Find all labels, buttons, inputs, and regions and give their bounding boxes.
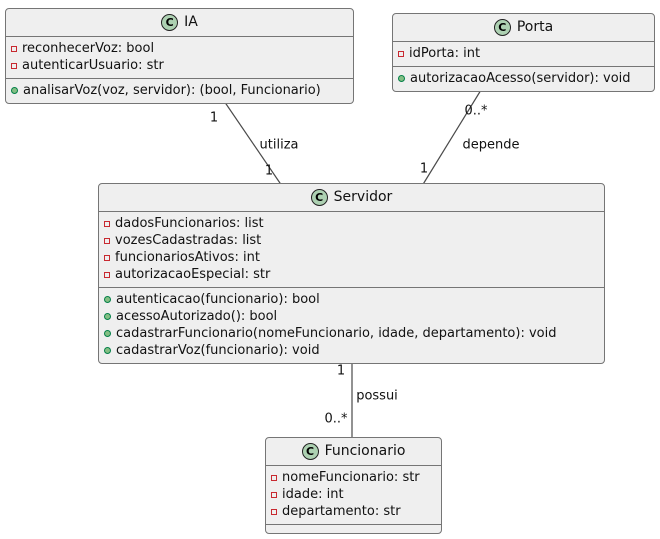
member-text: autorizacaoAcesso(servidor): void — [410, 71, 631, 86]
class-name-ia: IA — [184, 14, 198, 30]
attributes-compartment-servidor: dadosFuncionarios: list vozesCadastradas:… — [99, 212, 604, 288]
method-row: autorizacaoAcesso(servidor): void — [398, 70, 649, 87]
attribute-row: idPorta: int — [398, 45, 649, 62]
class-box-servidor: C Servidor dadosFuncionarios: list vozesC… — [98, 183, 605, 364]
class-box-porta: C Porta idPorta: int autorizacaoAcesso(s… — [392, 13, 655, 92]
attribute-row: funcionariosAtivos: int — [104, 249, 599, 266]
member-text: acessoAutorizado(): bool — [116, 309, 278, 324]
member-text: funcionariosAtivos: int — [115, 250, 260, 265]
relation-label-depende: depende — [462, 137, 520, 153]
class-icon: C — [493, 19, 511, 36]
attribute-row: departamento: str — [271, 503, 436, 520]
class-header-ia: C IA — [6, 9, 353, 37]
member-text: idade: int — [282, 487, 344, 502]
relation-label-utiliza: utiliza — [259, 137, 299, 153]
class-name-funcionario: Funcionario — [324, 443, 406, 459]
method-circle-icon — [104, 313, 111, 320]
method-circle-icon — [104, 347, 111, 354]
relation-depende-line — [421, 89, 482, 187]
class-header-porta: C Porta — [393, 14, 654, 42]
method-circle-icon — [11, 87, 18, 94]
attributes-compartment-funcionario: nomeFuncionario: str idade: int departamen… — [266, 466, 441, 525]
method-row: cadastrarVoz(funcionario): void — [104, 342, 599, 359]
cardinality-utiliza-source: 1 — [209, 110, 219, 126]
attribute-row: autenticarUsuario: str — [11, 57, 348, 74]
cardinality-possui-source: 1 — [336, 363, 346, 379]
class-header-servidor: C Servidor — [99, 184, 604, 212]
method-row: autenticacao(funcionario): bool — [104, 291, 599, 308]
method-circle-icon — [104, 330, 111, 337]
cardinality-depende-source: 0..* — [464, 103, 488, 119]
field-square-icon — [11, 45, 17, 52]
member-text: cadastrarVoz(funcionario): void — [116, 343, 320, 358]
attribute-row: vozesCadastradas: list — [104, 232, 599, 249]
member-text: departamento: str — [282, 504, 401, 519]
method-circle-icon — [104, 296, 111, 303]
member-text: nomeFuncionario: str — [282, 470, 420, 485]
member-text: autenticacao(funcionario): bool — [116, 292, 320, 307]
member-text: autenticarUsuario: str — [22, 58, 164, 73]
cardinality-possui-target: 0..* — [324, 411, 348, 427]
methods-compartment-ia: analisarVoz(voz, servidor): (bool, Funci… — [6, 79, 353, 103]
method-row: acessoAutorizado(): bool — [104, 308, 599, 325]
methods-compartment-porta: autorizacaoAcesso(servidor): void — [393, 67, 654, 91]
class-icon: C — [301, 443, 319, 460]
relation-utiliza-line — [221, 97, 283, 187]
class-box-ia: C IA reconhecerVoz: bool autenticarUsuari… — [5, 8, 354, 104]
member-text: reconhecerVoz: bool — [22, 41, 155, 56]
class-icon: C — [161, 14, 179, 31]
method-row: analisarVoz(voz, servidor): (bool, Funci… — [11, 82, 348, 99]
cardinality-depende-target: 1 — [419, 161, 429, 177]
field-square-icon — [104, 271, 110, 278]
member-text: dadosFuncionarios: list — [115, 216, 264, 231]
field-square-icon — [271, 491, 277, 498]
method-circle-icon — [398, 75, 405, 82]
member-text: vozesCadastradas: list — [115, 233, 262, 248]
field-square-icon — [104, 237, 110, 244]
class-box-funcionario: C Funcionario nomeFuncionario: str idade:… — [265, 437, 442, 534]
member-text: autorizacaoEspecial: str — [115, 267, 271, 282]
attribute-row: dadosFuncionarios: list — [104, 215, 599, 232]
class-name-servidor: Servidor — [333, 189, 393, 205]
field-square-icon — [398, 50, 404, 57]
attribute-row: reconhecerVoz: bool — [11, 40, 348, 57]
field-square-icon — [271, 474, 277, 481]
field-square-icon — [271, 508, 277, 515]
attributes-compartment-ia: reconhecerVoz: bool autenticarUsuario: st… — [6, 37, 353, 79]
methods-compartment-funcionario — [266, 525, 441, 533]
class-icon: C — [310, 189, 328, 206]
attributes-compartment-porta: idPorta: int — [393, 42, 654, 67]
member-text: idPorta: int — [409, 46, 481, 61]
member-text: cadastrarFuncionario(nomeFuncionario, id… — [116, 326, 557, 341]
member-text: analisarVoz(voz, servidor): (bool, Funci… — [23, 83, 321, 98]
attribute-row: idade: int — [271, 486, 436, 503]
attribute-row: nomeFuncionario: str — [271, 469, 436, 486]
method-row: cadastrarFuncionario(nomeFuncionario, id… — [104, 325, 599, 342]
field-square-icon — [104, 220, 110, 227]
field-square-icon — [11, 62, 17, 69]
attribute-row: autorizacaoEspecial: str — [104, 266, 599, 283]
methods-compartment-servidor: autenticacao(funcionario): bool acessoAut… — [99, 288, 604, 363]
class-header-funcionario: C Funcionario — [266, 438, 441, 466]
relation-label-possui: possui — [356, 388, 398, 404]
class-name-porta: Porta — [516, 19, 554, 35]
field-square-icon — [104, 254, 110, 261]
cardinality-utiliza-target: 1 — [264, 163, 274, 179]
